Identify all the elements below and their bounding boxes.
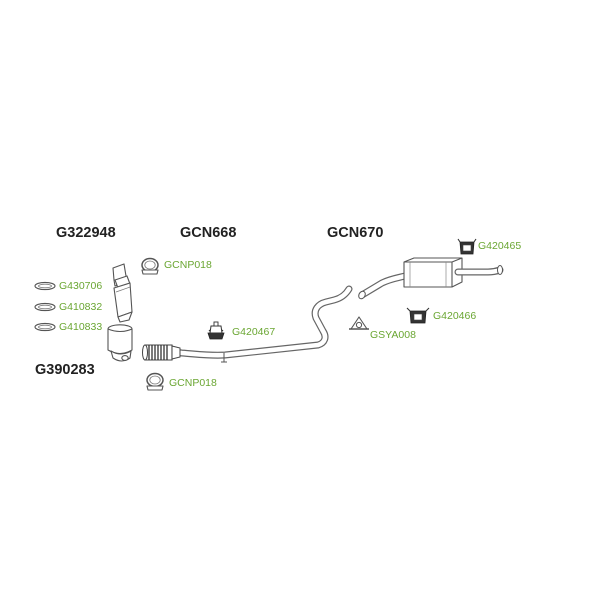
label-g390283[interactable]: G390283 bbox=[35, 362, 95, 378]
label-g420466[interactable]: G420466 bbox=[433, 310, 476, 322]
label-g430706[interactable]: G430706 bbox=[59, 280, 102, 292]
rubber-mount-icon[interactable] bbox=[207, 321, 225, 340]
pipe-clamp-icon[interactable] bbox=[141, 257, 159, 275]
front-pipe-icon[interactable] bbox=[142, 285, 353, 363]
mounting-bracket-icon[interactable] bbox=[349, 316, 369, 330]
label-g322948[interactable]: G322948 bbox=[56, 225, 116, 241]
rear-silencer-icon[interactable] bbox=[357, 257, 504, 300]
gasket-ring-icon[interactable] bbox=[34, 322, 56, 332]
label-g420465[interactable]: G420465 bbox=[478, 240, 521, 252]
label-g410832[interactable]: G410832 bbox=[59, 301, 102, 313]
catalytic-converter-icon[interactable] bbox=[112, 263, 133, 323]
pipe-clamp-icon[interactable] bbox=[146, 372, 164, 391]
rubber-mount-icon[interactable] bbox=[406, 307, 430, 324]
label-gcnp018-top[interactable]: GCNP018 bbox=[164, 259, 212, 271]
label-gcn670[interactable]: GCN670 bbox=[327, 225, 383, 241]
rubber-mount-icon[interactable] bbox=[457, 238, 477, 255]
label-gsya008[interactable]: GSYA008 bbox=[370, 329, 416, 341]
label-gcnp018-bottom[interactable]: GCNP018 bbox=[169, 377, 217, 389]
label-g420467[interactable]: G420467 bbox=[232, 326, 275, 338]
label-g410833[interactable]: G410833 bbox=[59, 321, 102, 333]
gasket-ring-icon[interactable] bbox=[34, 302, 56, 312]
label-gcn668[interactable]: GCN668 bbox=[180, 225, 236, 241]
gasket-ring-icon[interactable] bbox=[34, 281, 56, 291]
catalytic-converter-icon[interactable] bbox=[107, 324, 133, 362]
